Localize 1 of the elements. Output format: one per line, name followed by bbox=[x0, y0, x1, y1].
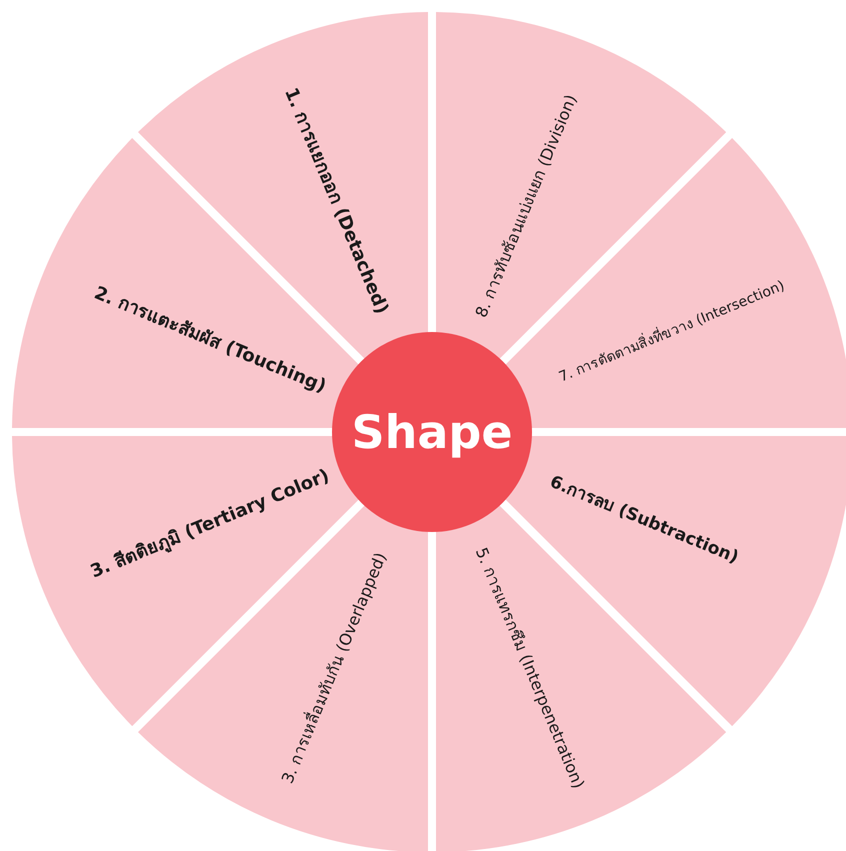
center-title: Shape bbox=[351, 405, 513, 459]
